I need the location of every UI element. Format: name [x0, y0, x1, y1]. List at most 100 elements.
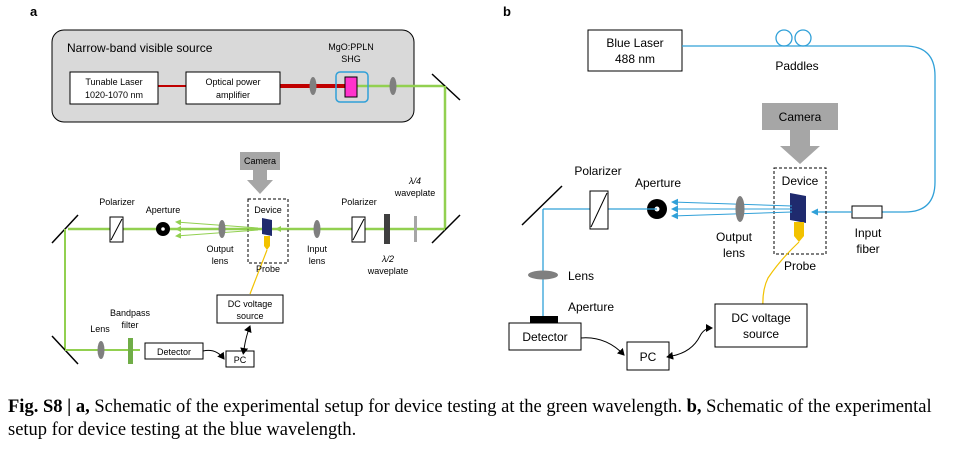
- output-ray: [175, 229, 259, 239]
- output-lens-b-icon: [735, 196, 745, 222]
- blue-laser-box: [587, 29, 683, 72]
- panel-b-letter: b: [503, 4, 511, 19]
- pc-dc-link-b: [666, 324, 713, 360]
- output-ray: [671, 198, 793, 207]
- pc-a-label: PC: [234, 355, 247, 365]
- quarter-waveplate-icon: [414, 216, 417, 242]
- caption-fig: Fig. S8 |: [8, 397, 76, 417]
- camera-b-label: Camera: [779, 110, 822, 124]
- crystal-holder: [335, 71, 369, 103]
- lens-b-icon: [528, 270, 558, 280]
- output-lens-label-1: Output: [206, 244, 234, 254]
- detector-a-label: Detector: [157, 347, 191, 357]
- detector-b-box: [508, 322, 582, 351]
- paddles-label: Paddles: [775, 59, 818, 73]
- lens-icon: [309, 77, 317, 95]
- polarizer-left-label: Polarizer: [99, 197, 135, 207]
- crystal-label-1: MgO:PPLN: [328, 42, 374, 52]
- device-b-frame: [773, 167, 827, 255]
- half-waveplate-label-2: waveplate: [367, 266, 409, 276]
- aperture2-b-label: Aperture: [568, 300, 614, 314]
- dc-source-b-label-1: DC voltage: [731, 311, 791, 325]
- detector-to-pc-a: [202, 349, 225, 360]
- dc-source-a-label-2: source: [236, 311, 263, 321]
- tunable-laser-label-2: 1020-1070 nm: [85, 90, 143, 100]
- paddle-icon: [775, 29, 793, 47]
- camera-a-box: [240, 152, 280, 170]
- crystal-icon: [344, 76, 358, 98]
- blue-laser-label-2: 488 nm: [615, 52, 655, 66]
- pc-dc-link-a: [240, 325, 252, 355]
- input-lens-label-1: Input: [307, 244, 328, 254]
- half-waveplate-label-1: λ/2: [381, 254, 394, 264]
- amplifier-label-1: Optical power: [205, 77, 260, 87]
- detector-b-label: Detector: [522, 330, 567, 344]
- quarter-waveplate-label-2: waveplate: [394, 188, 436, 198]
- bandpass-label-2: filter: [121, 320, 138, 330]
- aperture-b-label: Aperture: [635, 176, 681, 190]
- probe-a-wire: [249, 249, 268, 295]
- caption-a-letter: a,: [75, 397, 90, 417]
- device-a-chip: [262, 218, 272, 236]
- source-box-title: Narrow-band visible source: [67, 41, 213, 55]
- polarizer-right-label: Polarizer: [341, 197, 377, 207]
- dc-source-a-box: [216, 294, 284, 324]
- input-fiber-icon: [851, 205, 883, 219]
- device-a-label: Device: [254, 205, 282, 215]
- camera-a-label: Camera: [244, 156, 276, 166]
- fiber-path: [682, 45, 936, 213]
- dc-source-b-label-2: source: [743, 327, 779, 341]
- crystal-label-2: SHG: [341, 54, 361, 64]
- caption-b-letter: b,: [686, 397, 702, 417]
- pc-b-label: PC: [640, 350, 657, 364]
- lens-a-icon: [97, 341, 105, 359]
- amplifier-box: [185, 71, 281, 105]
- probe-a-label: Probe: [256, 264, 280, 274]
- half-waveplate-icon: [384, 214, 390, 244]
- detector-to-pc-b: [580, 337, 625, 356]
- dc-source-a-label-1: DC voltage: [228, 299, 273, 309]
- camera-b-arrow: [780, 130, 820, 164]
- caption-a-text: Schematic of the experimental setup for …: [89, 397, 687, 417]
- lens-icon: [389, 77, 397, 95]
- pc-b-box: [626, 341, 670, 371]
- device-b-chip: [790, 193, 806, 223]
- probe-a-icon: [264, 236, 270, 250]
- panel-a-letter: a: [30, 4, 38, 19]
- camera-b-box: [762, 103, 838, 130]
- lens-a-label: Lens: [90, 324, 110, 334]
- pc-a-box: [225, 350, 255, 368]
- polarizer-b-label: Polarizer: [574, 164, 621, 178]
- input-fiber-label-1: Input: [855, 226, 882, 240]
- mirror-icon: [521, 185, 563, 226]
- probe-b-wire: [762, 241, 800, 309]
- paddle-icon: [794, 29, 812, 47]
- probe-b-label: Probe: [784, 259, 816, 273]
- device-b-label: Device: [782, 174, 819, 188]
- amplifier-label-2: amplifier: [216, 90, 250, 100]
- camera-a-arrow: [247, 170, 273, 194]
- tunable-laser-box: [69, 71, 159, 105]
- aperture-a-hole: [161, 227, 165, 231]
- input-fiber-label-2: fiber: [856, 242, 879, 256]
- mirror-icon: [431, 214, 461, 244]
- lens-b-label: Lens: [568, 269, 594, 283]
- output-lens-label-2: lens: [212, 256, 229, 266]
- figure-caption: Fig. S8 | a, Schematic of the experiment…: [8, 396, 954, 442]
- blue-laser-label-1: Blue Laser: [606, 36, 663, 50]
- output-lens-b-label-1: Output: [716, 230, 753, 244]
- output-ray: [175, 219, 259, 229]
- polarizer-right-slash: [352, 218, 365, 241]
- polarizer-left-slash: [110, 218, 123, 241]
- bandpass-label-1: Bandpass: [110, 308, 151, 318]
- polarizer-b-slash: [590, 192, 608, 228]
- output-ray: [671, 211, 793, 220]
- aperture2-b-icon: [530, 316, 558, 323]
- probe-b-icon: [794, 222, 804, 242]
- input-lens-label-2: lens: [309, 256, 326, 266]
- output-lens-icon: [218, 220, 226, 238]
- aperture-a-label: Aperture: [146, 205, 181, 215]
- input-lens-icon: [313, 220, 321, 238]
- output-lens-b-label-2: lens: [723, 246, 745, 260]
